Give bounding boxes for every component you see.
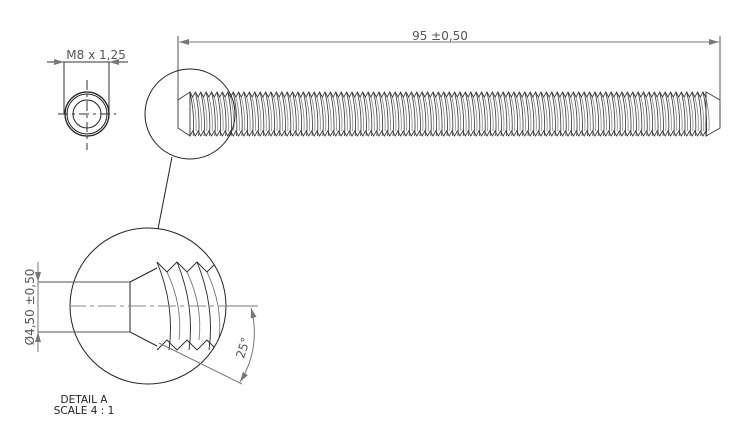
angle-dimension: 25° — [233, 335, 253, 360]
detail-scale: SCALE 4 : 1 — [54, 405, 115, 417]
side-view — [144, 36, 721, 230]
detail-a-view — [35, 227, 258, 385]
length-dimension: 95 ±0,50 — [412, 29, 468, 43]
detail-title: DETAIL A — [61, 394, 109, 406]
detail-a-callout-circle — [144, 68, 236, 160]
detail-leader-line — [157, 156, 173, 230]
diameter-dimension: Ø4,50 ±0,50 — [23, 269, 37, 346]
end-view — [47, 59, 128, 150]
thread-profile — [189, 91, 710, 137]
angle-extension-line — [158, 342, 243, 385]
thread-callout: M8 x 1,25 — [66, 48, 125, 62]
angle-arc — [239, 307, 257, 383]
centerline — [58, 80, 116, 150]
